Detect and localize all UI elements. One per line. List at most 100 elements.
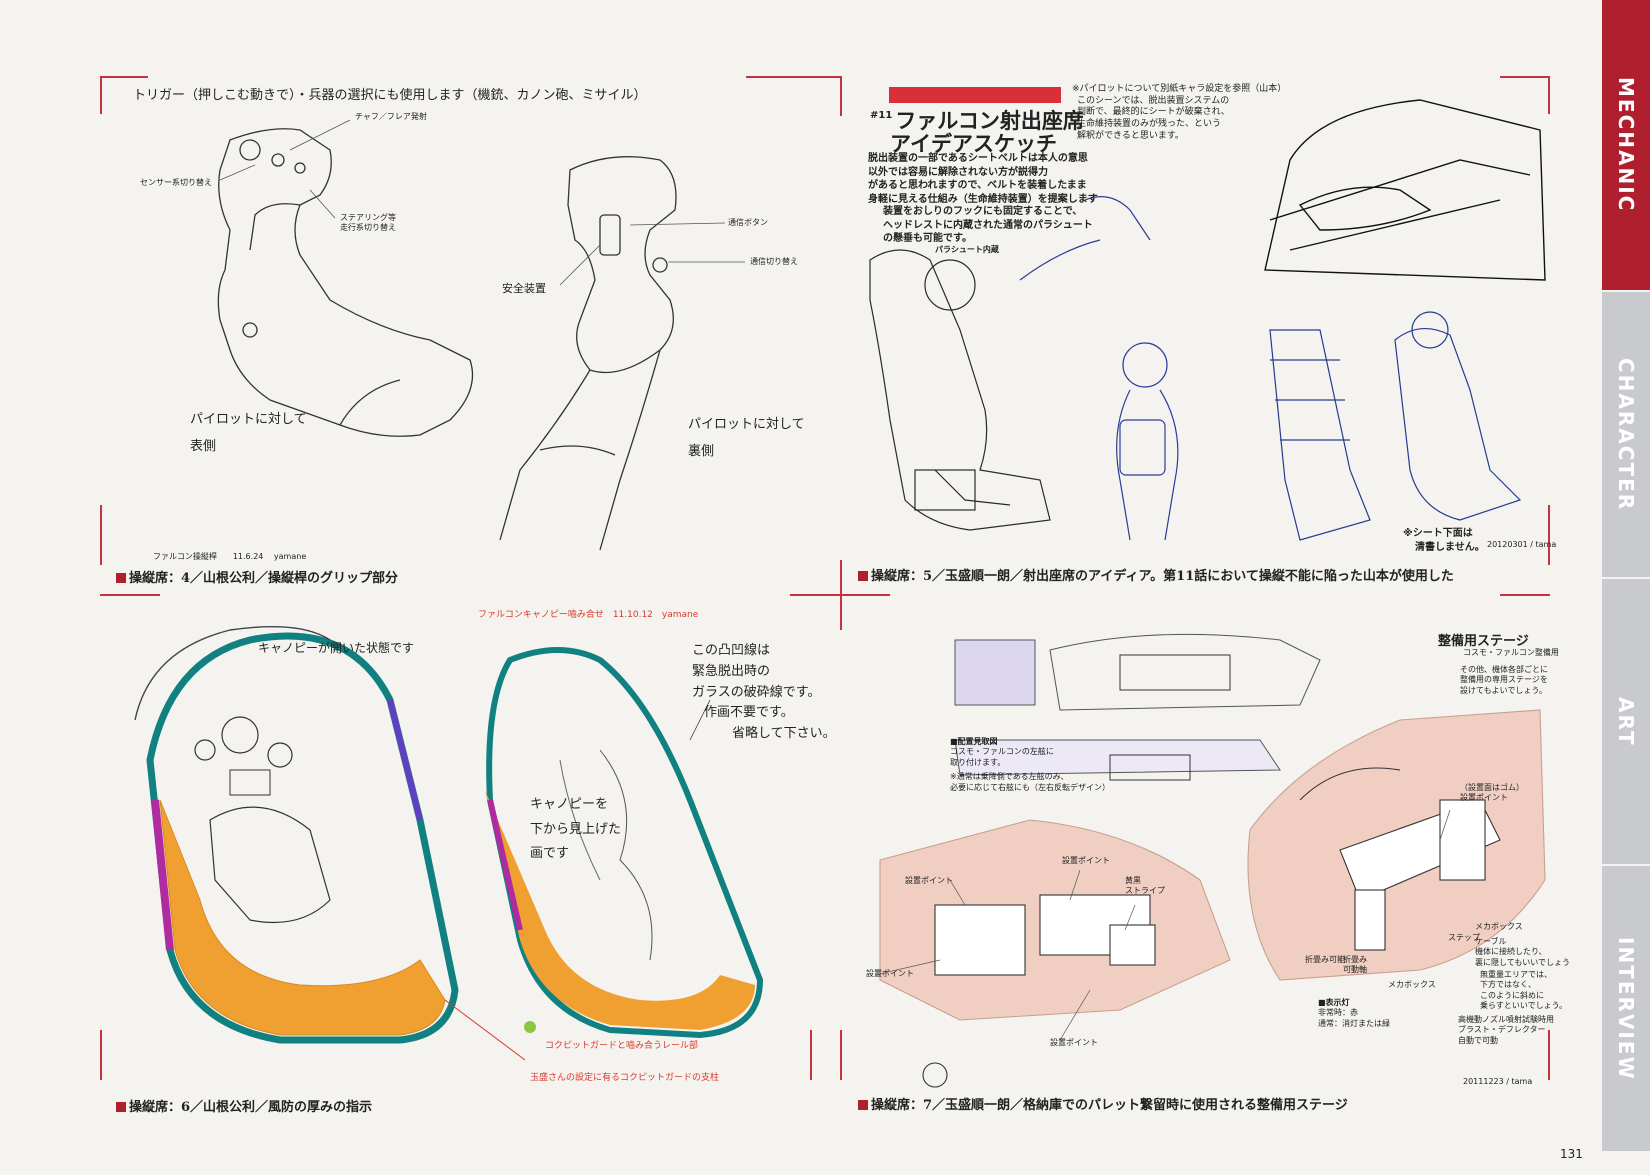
note-right-line: 省略して下さい。 bbox=[732, 726, 836, 742]
page-number: 131 bbox=[1560, 1147, 1583, 1161]
indicator-line: 通常：消灯または緑 bbox=[1318, 1018, 1390, 1028]
gravity-line: 乗らすといいでしょう。 bbox=[1480, 1001, 1568, 1011]
label-safety: 安全装置 bbox=[502, 282, 546, 295]
label-mechabox-1: メカボックス bbox=[1475, 922, 1523, 931]
label-canopy-open: キャノピーが開いた状態です bbox=[258, 641, 415, 655]
spacecraft-sketch bbox=[1264, 99, 1546, 281]
cable-line: ケーブル bbox=[1475, 937, 1507, 946]
label-step: ステップ bbox=[1448, 933, 1480, 942]
joystick-back-drawing bbox=[499, 156, 677, 551]
label-gravity: 無重量エリアでは、 下方ではなく、 このように斜めに 乗らすといいでしょう。 bbox=[1480, 970, 1567, 1012]
stage-desc: その他、機体各部ごとに 整備用の専用ステージを 設けてもよいでしょう。 bbox=[1460, 665, 1548, 696]
note-right-line: 緊急脱出時の bbox=[692, 663, 771, 679]
label-back-line1: パイロットに対して bbox=[688, 417, 805, 432]
note-right-line: 作画不要です。 bbox=[704, 705, 794, 721]
label-foldable: 折畳み可能 bbox=[1305, 955, 1345, 964]
nozzle-line: 高機動ノズル噴射試験時用 bbox=[1458, 1015, 1554, 1024]
tab-interview[interactable]: INTERVIEW bbox=[1602, 866, 1650, 1151]
label-indicator: ■表示灯 非常時：赤 通常：消灯または緑 bbox=[1318, 998, 1390, 1029]
title-accent-bar bbox=[889, 87, 1061, 103]
panel1-caption-text: 操縦席：4／山根公利／操縦桿のグリップ部分 bbox=[129, 571, 399, 586]
note-right-line: この凸凹線は bbox=[692, 643, 771, 658]
nozzle-line: ブラスト・デフレクター bbox=[1458, 1025, 1546, 1035]
body2-line: 装置をおしりのフックにも固定することで、 bbox=[883, 206, 1083, 217]
crop-mark bbox=[100, 76, 102, 114]
panel4-caption: 操縦席：7／玉盛順一朗／格納庫でのパレット繋留時に使用される整備用ステージ bbox=[858, 1094, 1348, 1113]
panel3-note-right: この凸凹線は 緊急脱出時の ガラスの破砕線です。 作画不要です。 省略して下さい… bbox=[692, 641, 836, 745]
caption-marker bbox=[116, 1102, 126, 1112]
note-center-line: キャノピーを bbox=[530, 797, 609, 812]
note-line: ※パイロットについて別紙キャラ設定を参照（山本） bbox=[1072, 84, 1287, 94]
panel1-credit: ファルコン操縦桿 11.6.24 yamane bbox=[153, 552, 307, 561]
gravity-line: このように斜めに bbox=[1480, 990, 1544, 1000]
seat-frame-sketch bbox=[1269, 311, 1522, 541]
seat-bottom-line1: ※シート下面は bbox=[1403, 528, 1473, 539]
placement-line: 取り付けます。 bbox=[950, 757, 1006, 767]
crop-mark bbox=[1548, 1030, 1550, 1080]
point-r-line: 設置ポイント bbox=[1460, 793, 1508, 803]
caption-marker bbox=[116, 573, 126, 583]
tab-mechanic[interactable]: MECHANIC bbox=[1602, 0, 1650, 290]
label-rubber: （設置面はゴム） 設置ポイント bbox=[1460, 783, 1524, 804]
label-point-2: 設置ポイント bbox=[1062, 856, 1110, 865]
stripe-line: 黄黒 bbox=[1125, 876, 1141, 885]
indicator-line: 非常時：赤 bbox=[1318, 1008, 1358, 1018]
note-line: 生命維持装置のみが残った、という bbox=[1077, 119, 1222, 130]
note-line: 解釈ができると思います。 bbox=[1077, 130, 1184, 141]
crop-mark bbox=[100, 76, 148, 78]
label-comm-switch: 通信切り替え bbox=[750, 257, 798, 266]
placement-notes: ■配置見取図 コスモ・ファルコンの左舷に 取り付けます。 ※通常は乗降側である左… bbox=[950, 737, 1110, 793]
panel1-caption: 操縦席：4／山根公利／操縦桿のグリップ部分 bbox=[116, 567, 398, 586]
placement-line: コスモ・ファルコンの左舷に bbox=[950, 747, 1054, 757]
desc-line: 整備用の専用ステージを bbox=[1460, 675, 1548, 685]
caption-marker bbox=[858, 1100, 868, 1110]
body-line: があると思われますので、ベルトを装着したまま bbox=[868, 180, 1087, 191]
note-line: このシーンでは、脱出装置システムの bbox=[1077, 95, 1230, 106]
crop-mark bbox=[840, 1030, 842, 1080]
crop-mark bbox=[1548, 76, 1550, 114]
label-front: パイロットに対して 表側 bbox=[190, 410, 307, 458]
crop-mark bbox=[100, 594, 160, 596]
panel3-note-center: キャノピーを 下から見上げた 画です bbox=[530, 793, 621, 867]
label-steering-line2: 走行系切り替え bbox=[340, 223, 396, 233]
label-front-line2: 表側 bbox=[190, 438, 217, 454]
indicator-line: ■表示灯 bbox=[1318, 998, 1350, 1007]
label-mechabox-2: メカボックス bbox=[1388, 980, 1436, 989]
crop-mark bbox=[1500, 594, 1550, 596]
body-line: 以外では容易に解除されない方が説得力 bbox=[868, 166, 1048, 178]
crop-mark bbox=[840, 76, 842, 116]
stripe-line: ストライプ bbox=[1125, 886, 1165, 896]
label-comm-button: 通信ボタン bbox=[728, 218, 768, 227]
panel4-credit: 20111223 / tama bbox=[1463, 1077, 1533, 1086]
label-sensor: センサー系切り替え bbox=[140, 178, 212, 187]
panel2-body2: 装置をおしりのフックにも固定することで、 ヘッドレストに内蔵された通常のパラシュ… bbox=[883, 205, 1093, 246]
placement-diagram bbox=[954, 633, 1321, 781]
label-front-line1: パイロットに対して bbox=[190, 412, 307, 427]
panel2-caption: 操縦席：5／玉盛順一朗／射出座席のアイディア。第11話において操縦不能に陥った山… bbox=[858, 565, 1454, 584]
nozzle-line: 自動で可動 bbox=[1458, 1035, 1498, 1045]
stage-subtitle: コスモ・ファルコン整備用 bbox=[1463, 648, 1559, 657]
foldable-axis-line: 可動軸 bbox=[1343, 965, 1367, 975]
label-stripe: 黄黒 ストライプ bbox=[1125, 876, 1165, 897]
panel3-caption: 操縦席：6／山根公利／風防の厚みの指示 bbox=[116, 1096, 372, 1115]
rubber-line: （設置面はゴム） bbox=[1460, 783, 1524, 792]
label-parachute: パラシュート内蔵 bbox=[935, 245, 999, 254]
placement-line: ※通常は乗降側である左舷のみ、 bbox=[950, 772, 1069, 782]
tab-character[interactable]: CHARACTER bbox=[1602, 292, 1650, 577]
section-sidebar: MECHANIC CHARACTER ART INTERVIEW bbox=[1602, 0, 1650, 1175]
body2-line: ヘッドレストに内蔵された通常のパラシュート bbox=[883, 219, 1093, 231]
tab-art[interactable]: ART bbox=[1602, 579, 1650, 864]
panel2-body: 脱出装置の一部であるシートベルトは本人の意思 以外では容易に解除されない方が説得… bbox=[868, 152, 1098, 206]
crop-mark bbox=[100, 505, 102, 565]
body-line: 身軽に見える仕組み（生命維持装置）を提案します bbox=[868, 193, 1098, 205]
legend-dot-green bbox=[524, 1021, 536, 1033]
stage-closeup-right bbox=[1247, 709, 1546, 981]
body-line: 脱出装置の一部であるシートベルトは本人の意思 bbox=[868, 153, 1088, 164]
canopy-below-drawing bbox=[485, 647, 764, 1039]
ejection-seat-sketch bbox=[869, 249, 1051, 531]
legend-green-label: コクピットガードと嚙み合うレール部 bbox=[545, 1041, 699, 1051]
cable-line: 裏に隠してもいいでしょう bbox=[1475, 957, 1570, 967]
gravity-line: 無重量エリアでは、 bbox=[1480, 970, 1552, 979]
label-nozzle: 高機動ノズル噴射試験時用 ブラスト・デフレクター 自動で可動 bbox=[1458, 1015, 1554, 1046]
